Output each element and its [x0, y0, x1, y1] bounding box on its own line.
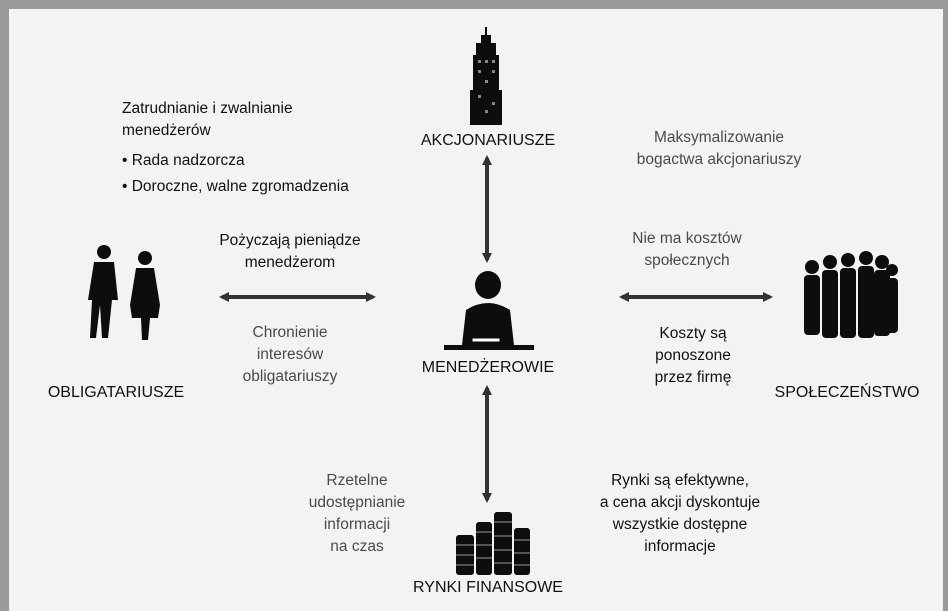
bondholders-couple-icon — [88, 245, 160, 340]
society-crowd-icon — [804, 251, 898, 338]
note-costs-line3: przez firmę — [654, 369, 732, 386]
node-label-bondholders: OBLIGATARIUSZE — [47, 384, 185, 401]
note-maximize-line2: bogactwa akcjonariuszy — [636, 151, 802, 168]
note-no-cost-line1: Nie ma kosztów — [632, 230, 742, 247]
note-maximize-line1: Maksymalizowanie — [653, 129, 785, 146]
note-protect-line3: obligatariuszy — [242, 368, 338, 385]
node-label-financial-markets: RYNKI FINANSOWE — [413, 579, 563, 596]
note-lend-line2: menedżerom — [244, 254, 336, 271]
node-label-society: SPOŁECZEŃSTWO — [774, 384, 920, 401]
note-no-cost-line2: społecznych — [644, 252, 730, 269]
manager-at-desk-icon — [444, 271, 534, 350]
note-disclosure-line2: udostępnianie — [308, 494, 406, 511]
note-efficient-line4: informacje — [644, 538, 716, 555]
note-disclosure-line1: Rzetelne — [326, 472, 388, 489]
note-hiring-bullet2: • Doroczne, walne zgromadzenia — [122, 178, 349, 195]
note-efficient-line1: Rynki są efektywne, — [611, 472, 749, 489]
note-efficient-line2: a cena akcji dyskontuje — [599, 494, 761, 511]
note-protect-line1: Chronienie — [252, 324, 328, 341]
note-lend-line1: Pożyczają pieniądze — [219, 232, 361, 249]
note-disclosure-line4: na czas — [330, 538, 384, 555]
note-disclosure-line3: informacji — [323, 516, 391, 533]
note-efficient-line3: wszystkie dostępne — [612, 516, 748, 533]
note-hiring-bullet1: • Rada nadzorcza — [122, 152, 245, 169]
note-costs-line2: ponoszone — [655, 347, 731, 364]
note-costs-line1: Koszty są — [659, 325, 727, 342]
node-label-shareholders: AKCJONARIUSZE — [420, 132, 556, 149]
coin-stacks-icon — [456, 512, 530, 575]
note-hiring-line1: Zatrudnianie i zwalnianie — [122, 100, 293, 117]
node-label-managers: MENEDŻEROWIE — [421, 359, 555, 376]
note-hiring-line2: menedżerów — [122, 122, 211, 139]
skyscraper-icon — [470, 27, 502, 125]
note-protect-line2: interesów — [256, 346, 324, 363]
